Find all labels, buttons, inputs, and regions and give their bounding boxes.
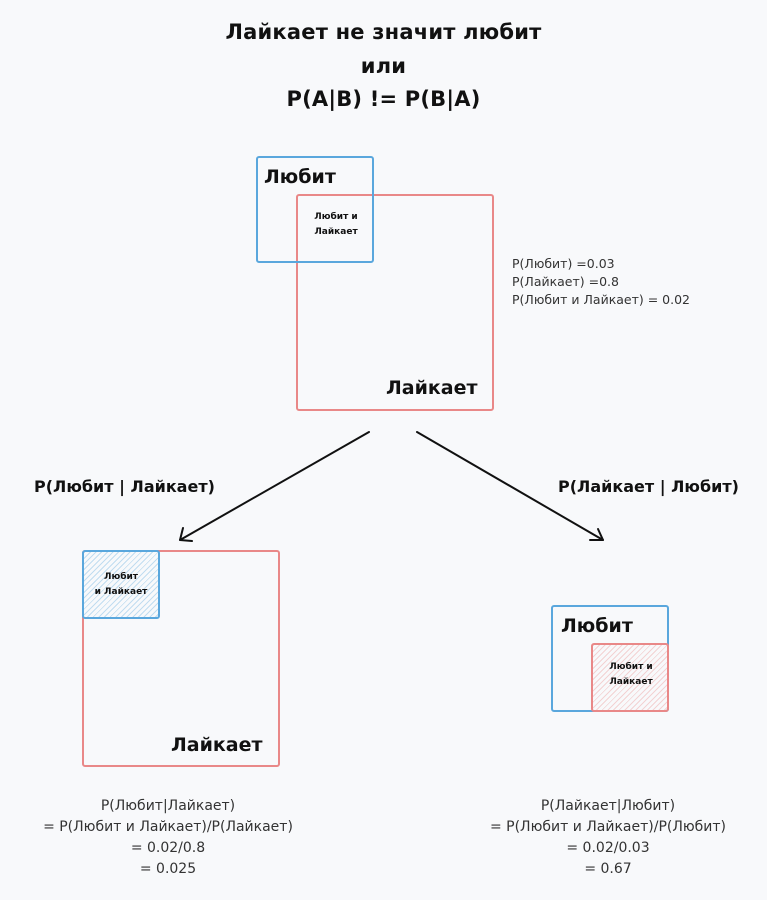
left-branch-label: P(Любит | Лайкает) <box>34 477 215 496</box>
likes-label: Лайкает <box>386 377 478 399</box>
left-formula-line-2: = P(Любит и Лайкает)/P(Лайкает) <box>43 819 293 835</box>
left-formula-line-1: P(Любит|Лайкает) <box>100 798 236 814</box>
title-line-1: Лайкает не значит любит <box>225 20 542 44</box>
right-overlap-label: Любит и Лайкает <box>609 662 653 687</box>
right-overlap-box <box>591 643 669 712</box>
right-formula-line-1: P(Лайкает|Любит) <box>540 798 676 814</box>
overlap-label: Любит и Лайкает <box>314 212 358 237</box>
right-formula: P(Лайкает|Любит) = P(Любит и Лайкает)/P(… <box>462 796 754 880</box>
left-arrow-head <box>179 527 193 542</box>
loves-set-box <box>256 156 374 263</box>
likes-set-box <box>296 194 494 411</box>
right-branch-label: P(Лайкает | Любит) <box>558 477 739 496</box>
left-formula-line-3: = 0.02/0.8 <box>130 840 206 856</box>
title-line-2: или <box>360 54 407 78</box>
left-likes-box <box>82 550 280 767</box>
right-formula-line-3: = 0.02/0.03 <box>566 840 650 856</box>
p-both-text: P(Любит и Лайкает) = 0.02 <box>512 292 691 307</box>
right-loves-label: Любит <box>561 615 633 637</box>
loves-label: Любит <box>264 166 336 188</box>
left-formula: P(Любит|Лайкает) = P(Любит и Лайкает)/P(… <box>12 796 324 880</box>
right-formula-line-2: = P(Любит и Лайкает)/P(Любит) <box>489 819 727 835</box>
p-likes-text: P(Лайкает) =0.8 <box>512 274 619 289</box>
left-likes-label: Лайкает <box>171 734 263 756</box>
title-line-3: P(A|B) != P(B|A) <box>286 87 481 111</box>
p-loves-text: P(Любит) =0.03 <box>512 256 615 271</box>
left-formula-line-4: = 0.025 <box>139 861 197 877</box>
left-overlap-box <box>82 550 160 619</box>
right-formula-line-4: = 0.67 <box>584 861 632 877</box>
left-overlap-label: Любит и Лайкает <box>94 572 148 597</box>
right-arrow-head <box>589 528 604 541</box>
